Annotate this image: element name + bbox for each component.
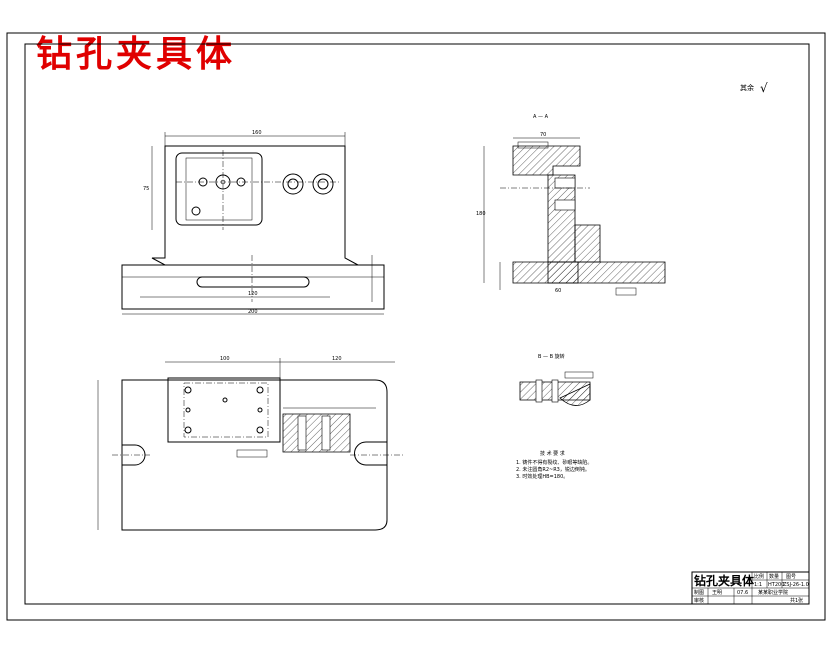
tb-school: 某某职业学院: [758, 589, 788, 596]
dim-side-height: 180: [476, 211, 486, 217]
tb-val-ratio: 1:1: [754, 582, 762, 588]
dim-slot-width: 120: [248, 291, 258, 297]
dim-bottom-height: 60: [555, 288, 561, 294]
tb-col-qty: 数量: [769, 573, 779, 580]
tech-requirements: 技 术 要 求 1. 铸件不得有裂纹、砂眼等缺陷。 2. 未注圆角R2~R3，锐…: [516, 450, 592, 480]
tb-col-drawing-no: 图号: [786, 574, 796, 580]
dim-side-top: 70: [540, 132, 546, 138]
dim-plan-right: 120: [332, 356, 342, 362]
title-block-name: 钻孔夹具体: [694, 573, 755, 588]
tech-req-item-2: 2. 未注圆角R2~R3，锐边倒钝。: [516, 466, 590, 473]
surface-finish-symbol: √: [760, 81, 768, 95]
inner-frame: [24, 43, 810, 605]
tb-val-material: HT200: [768, 582, 784, 588]
section-bb: B — B 旋转: [519, 353, 594, 406]
section-aa-label: A — A: [533, 114, 549, 120]
outer-frame: [6, 32, 826, 621]
tb-sheet: 共1张: [790, 597, 803, 604]
dim-top-width: 160: [252, 130, 262, 136]
tb-col-ratio: 比例: [754, 573, 764, 580]
tb-role-check: 审核: [694, 597, 704, 604]
tb-val-drawing-no: ZSJ-26-1.0: [783, 582, 809, 588]
section-bb-label: B — B 旋转: [538, 353, 565, 360]
dim-base-width: 200: [248, 309, 258, 315]
plan-view: 100 120: [97, 356, 405, 531]
surface-finish-note: 其余 √: [740, 81, 768, 95]
tb-role-draw: 制图: [694, 589, 704, 596]
drawing-title: 钻孔夹具体: [36, 33, 237, 75]
front-view: 160 75 120 200: [121, 130, 385, 315]
tech-req-item-3: 3. 时效处理HB=180。: [516, 473, 568, 480]
dim-top-height: 75: [143, 186, 149, 192]
tech-req-heading: 技 术 要 求: [540, 450, 565, 457]
surface-finish-label: 其余: [740, 83, 754, 92]
dim-plan-left: 100: [220, 356, 230, 362]
title-block: 钻孔夹具体 比例 数量 图号 1:1 HT200 ZSJ-26-1.0 制图 审…: [691, 571, 810, 605]
tb-role-date: 07.6: [737, 590, 748, 596]
tech-req-item-1: 1. 铸件不得有裂纹、砂眼等缺陷。: [516, 459, 592, 466]
section-aa: A — A 70 180 60: [476, 114, 666, 296]
tb-role-name: 王明: [712, 590, 722, 596]
